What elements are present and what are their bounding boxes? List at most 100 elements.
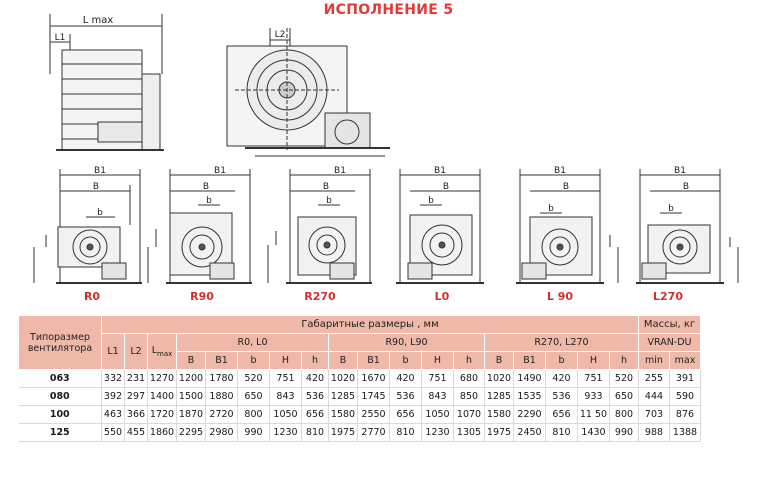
svg-text:B1: B1: [554, 166, 566, 176]
svg-text:B: B: [563, 182, 569, 192]
value-cell: 2550: [357, 405, 390, 424]
value-cell: 11 50: [577, 405, 610, 424]
value-cell: 1050: [269, 405, 302, 424]
value-cell: 656: [545, 405, 578, 424]
rotation-l90-diagram: [516, 169, 619, 284]
model-cell: 100: [18, 405, 102, 424]
group-mass-header: VRAN-DU: [638, 333, 701, 352]
lmax-label: L max: [83, 15, 114, 26]
value-cell: 255: [638, 369, 670, 388]
value-cell: 800: [237, 405, 270, 424]
svg-text:b: b: [97, 208, 103, 218]
value-cell: 520: [609, 369, 639, 388]
col-lmax-header: Lmax: [147, 333, 177, 370]
svg-text:B: B: [203, 182, 209, 192]
group-r0-header: R0, L0: [176, 333, 329, 352]
rotation-label-l270: L270: [653, 290, 683, 303]
value-cell: 1720: [147, 405, 177, 424]
rotation-label-l90: L 90: [546, 290, 574, 303]
mass-header: Массы, кг: [638, 315, 701, 334]
svg-text:b: b: [668, 204, 674, 214]
rotation-label-r90: R90: [190, 290, 214, 303]
value-cell: 680: [453, 369, 485, 388]
value-cell: 444: [638, 387, 670, 406]
value-cell: 1580: [328, 405, 358, 424]
svg-text:B1: B1: [434, 166, 446, 176]
value-cell: 2770: [357, 423, 390, 442]
svg-text:B1: B1: [94, 166, 106, 176]
value-cell: 2295: [176, 423, 206, 442]
model-cell: 125: [18, 423, 102, 442]
value-cell: 1050: [421, 405, 454, 424]
value-cell: 332: [101, 369, 125, 388]
value-cell: 1200: [176, 369, 206, 388]
value-cell: 843: [269, 387, 302, 406]
value-cell: 1285: [484, 387, 514, 406]
specifications-table: Типоразмер вентилятора Габаритные размер…: [18, 315, 701, 442]
value-cell: 988: [638, 423, 670, 442]
rotation-diagrams: B1 B b B1 B b B1 B b B1 B b B1 B b B1 B …: [33, 166, 739, 284]
svg-text:B: B: [443, 182, 449, 192]
value-cell: 1975: [484, 423, 514, 442]
value-cell: 751: [269, 369, 302, 388]
rotation-r270-diagram: [267, 169, 372, 284]
value-cell: 2720: [205, 405, 238, 424]
value-cell: 751: [421, 369, 454, 388]
rotation-r90-diagram: [147, 169, 252, 284]
value-cell: 703: [638, 405, 670, 424]
value-cell: 1860: [147, 423, 177, 442]
value-cell: 1020: [484, 369, 514, 388]
value-cell: 590: [669, 387, 701, 406]
rotation-l0-diagram: [396, 169, 484, 284]
value-cell: 810: [301, 423, 329, 442]
value-cell: 520: [237, 369, 270, 388]
value-cell: 1020: [328, 369, 358, 388]
value-cell: 990: [237, 423, 270, 442]
svg-text:B: B: [683, 182, 689, 192]
value-cell: 420: [389, 369, 422, 388]
value-cell: 656: [389, 405, 422, 424]
col-l2-header: L2: [124, 333, 148, 370]
value-cell: 297: [124, 387, 148, 406]
value-cell: 1500: [176, 387, 206, 406]
group-r270-header: R270, L270: [484, 333, 639, 352]
value-cell: 843: [421, 387, 454, 406]
side-view-drawing: L max L1: [49, 14, 164, 151]
value-cell: 536: [389, 387, 422, 406]
value-cell: 420: [545, 369, 578, 388]
value-cell: 2450: [513, 423, 546, 442]
page-title: ИСПОЛНЕНИЕ 5: [323, 2, 454, 18]
value-cell: 800: [609, 405, 639, 424]
svg-text:B1: B1: [674, 166, 686, 176]
value-cell: 1430: [577, 423, 610, 442]
value-cell: 455: [124, 423, 148, 442]
value-cell: 810: [389, 423, 422, 442]
rotation-label-l0: L0: [434, 290, 450, 303]
value-cell: 1745: [357, 387, 390, 406]
value-cell: 1230: [421, 423, 454, 442]
svg-text:b: b: [548, 204, 554, 214]
svg-text:b: b: [326, 196, 332, 206]
value-cell: 1670: [357, 369, 390, 388]
value-cell: 391: [669, 369, 701, 388]
dims-header: Габаритные размеры , мм: [101, 315, 639, 334]
value-cell: 1975: [328, 423, 358, 442]
value-cell: 1400: [147, 387, 177, 406]
svg-text:B1: B1: [334, 166, 346, 176]
value-cell: 810: [545, 423, 578, 442]
value-cell: 420: [301, 369, 329, 388]
value-cell: 1388: [669, 423, 701, 442]
l1-label: L1: [55, 33, 66, 43]
value-cell: 751: [577, 369, 610, 388]
model-cell: 080: [18, 387, 102, 406]
value-cell: 392: [101, 387, 125, 406]
svg-text:b: b: [206, 196, 212, 206]
l2-label: L2: [275, 30, 286, 40]
value-cell: 876: [669, 405, 701, 424]
value-cell: 550: [101, 423, 125, 442]
value-cell: 650: [609, 387, 639, 406]
rotation-label-r270: R270: [304, 290, 336, 303]
value-cell: 1870: [176, 405, 206, 424]
